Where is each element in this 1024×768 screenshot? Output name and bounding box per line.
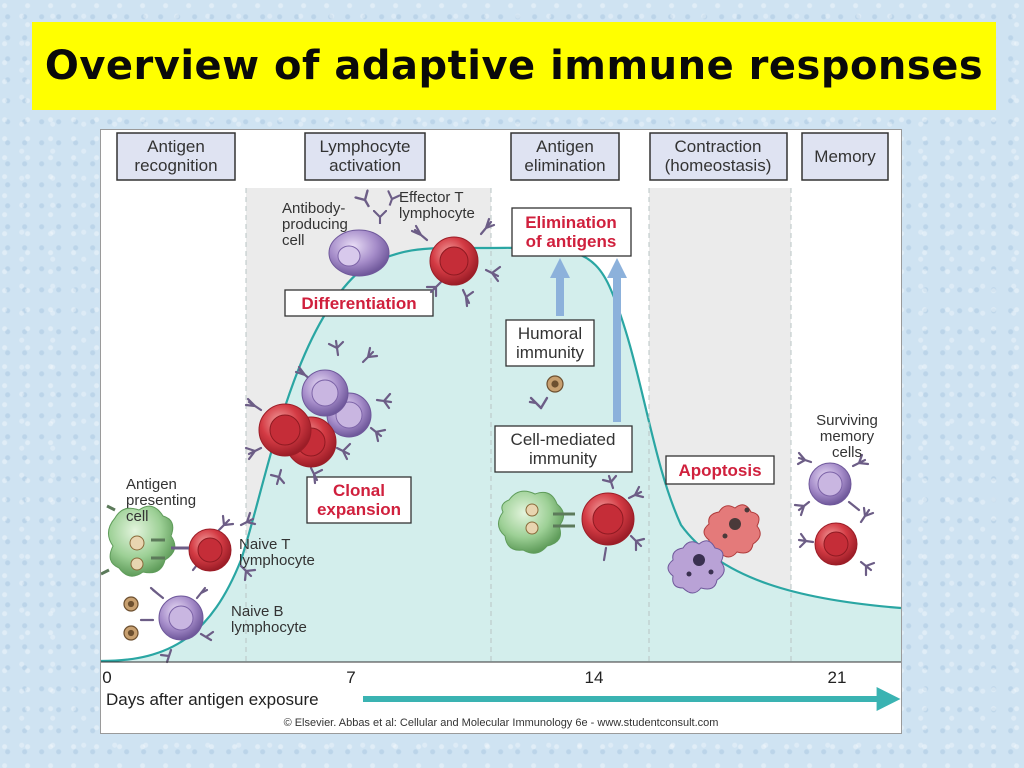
svg-text:lymphocyte: lymphocyte [231, 619, 307, 636]
svg-text:activation: activation [329, 156, 401, 175]
svg-text:Apoptosis: Apoptosis [678, 461, 761, 480]
apc-t-cell-interaction-icon [498, 474, 646, 562]
svg-text:Contraction: Contraction [675, 137, 762, 156]
antigen-presenting-cell-label: Antigen [126, 476, 177, 493]
svg-text:Clonal: Clonal [333, 481, 385, 500]
svg-text:Elimination: Elimination [525, 213, 617, 232]
clonal-expansion-label: Clonal expansion [306, 476, 412, 524]
svg-text:of antigens: of antigens [526, 232, 617, 251]
response-curve-line [100, 246, 902, 663]
humoral-immunity-label: Humoral immunity [505, 319, 595, 367]
naive-t-lymphocyte-icon [171, 511, 257, 582]
cell-mediated-immunity-label: Cell-mediated immunity [494, 425, 633, 473]
diagram-canvas: Antigen recognition Lymphocyte activatio… [100, 132, 902, 729]
svg-text:(homeostasis): (homeostasis) [665, 156, 772, 175]
svg-text:Cell-mediated: Cell-mediated [511, 430, 616, 449]
svg-text:cell: cell [282, 232, 305, 249]
apoptosis-label: Apoptosis [665, 455, 775, 485]
x-axis-label: Days after antigen exposure [106, 690, 319, 709]
antibody-producing-cell-label: Antibody- [282, 200, 345, 217]
svg-text:lymphocyte: lymphocyte [399, 205, 475, 222]
slide-title: Overview of adaptive immune responses [44, 43, 984, 89]
effector-t-lymphocyte-icon [410, 217, 502, 308]
phase-header-activation: Lymphocyte activation [304, 132, 426, 181]
svg-text:presenting: presenting [126, 492, 196, 509]
svg-text:recognition: recognition [134, 156, 217, 175]
x-axis-ticks: 0 7 14 21 [102, 668, 846, 687]
svg-text:cell: cell [126, 508, 149, 525]
tick-14: 14 [585, 668, 604, 687]
effector-t-lymphocyte-label: Effector T [399, 189, 463, 206]
cell-mediated-arrow [607, 258, 627, 422]
antigen-icon [123, 375, 564, 641]
tick-21: 21 [828, 668, 847, 687]
slide-title-banner: Overview of adaptive immune responses [32, 22, 996, 110]
svg-text:Antigen: Antigen [147, 137, 205, 156]
cell-labels: Antibody- producing cell Effector T lymp… [126, 189, 878, 636]
tick-7: 7 [346, 668, 355, 687]
phase-header-recognition: Antigen recognition [116, 132, 236, 181]
proliferating-t-cells-icon [244, 397, 352, 486]
memory-cells-label: Surviving [816, 412, 878, 429]
proliferating-b-cells-icon [294, 339, 393, 443]
phase-header-memory: Memory [801, 132, 889, 181]
phase-dividers [245, 188, 792, 662]
antigen-presenting-cell-icon [100, 504, 176, 577]
svg-text:Humoral: Humoral [518, 324, 582, 343]
svg-text:Differentiation: Differentiation [301, 294, 416, 313]
svg-text:cells: cells [832, 444, 862, 461]
svg-text:Memory: Memory [814, 147, 876, 166]
antibody-icon [528, 396, 549, 410]
immune-response-diagram: Antigen recognition Lymphocyte activatio… [100, 129, 902, 734]
naive-t-lymphocyte-label: Naive T [239, 536, 290, 553]
memory-cells-icon [793, 451, 876, 577]
differentiation-label: Differentiation [284, 289, 434, 317]
svg-text:elimination: elimination [524, 156, 605, 175]
elimination-of-antigens-label: Elimination of antigens [511, 207, 632, 257]
svg-text:immunity: immunity [516, 343, 585, 362]
svg-text:Antigen: Antigen [536, 137, 594, 156]
svg-text:expansion: expansion [317, 500, 401, 519]
naive-b-lymphocyte-label: Naive B [231, 603, 284, 620]
apoptotic-cell-icon [667, 504, 761, 594]
antibody-producing-cell-icon [328, 189, 401, 277]
phase-header-contraction: Contraction (homeostasis) [649, 132, 788, 181]
svg-text:producing: producing [282, 216, 348, 233]
svg-text:Lymphocyte: Lymphocyte [319, 137, 410, 156]
naive-b-lymphocyte-icon [139, 586, 215, 664]
svg-text:immunity: immunity [529, 449, 598, 468]
svg-text:memory: memory [820, 428, 875, 445]
copyright-credit: © Elsevier. Abbas et al: Cellular and Mo… [284, 717, 719, 729]
svg-text:lymphocyte: lymphocyte [239, 552, 315, 569]
phase-header-elimination: Antigen elimination [510, 132, 620, 181]
tick-0: 0 [102, 668, 111, 687]
humoral-arrow [550, 258, 570, 316]
